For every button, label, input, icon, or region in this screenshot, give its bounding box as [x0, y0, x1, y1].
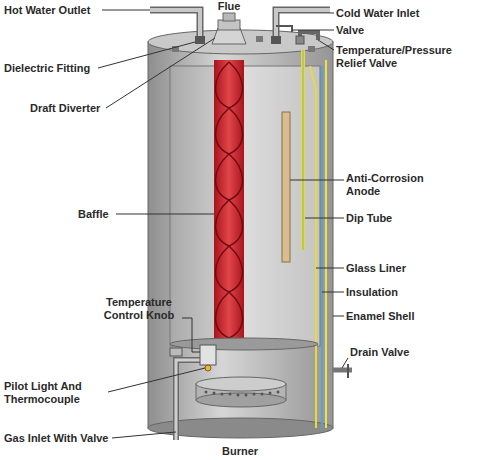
part-label: Dielectric Fitting [4, 62, 104, 75]
insulation-line [325, 60, 327, 428]
part-label: Enamel Shell [346, 310, 426, 323]
pilot-light [205, 365, 211, 371]
part-label: Temperature Control Knob [94, 296, 184, 322]
burner-top [196, 377, 286, 391]
baffle-spiral [216, 62, 243, 338]
part-label: Insulation [346, 286, 426, 299]
flue-pipe [223, 13, 235, 21]
dielectric-fitting [195, 36, 205, 44]
bolt [256, 36, 263, 42]
part-label: Hot Water Outlet [4, 4, 104, 17]
part-label: Anti-Corrosion Anode [346, 172, 438, 198]
part-label: Gas Inlet With Valve [4, 432, 124, 445]
part-label: Burner [210, 445, 270, 458]
valve-handle [276, 26, 292, 32]
bolt [308, 46, 315, 52]
burner-bottom [196, 393, 286, 407]
part-label: Flue [214, 0, 244, 13]
control-knob [200, 345, 216, 365]
part-label: Dip Tube [346, 212, 426, 225]
part-label: Baffle [78, 208, 118, 221]
anode-rod [282, 112, 290, 262]
burner-holes [205, 391, 280, 397]
part-label: Drain Valve [350, 346, 430, 359]
flue-tube [214, 60, 244, 342]
part-label: Pilot Light And Thermocouple [4, 380, 108, 406]
glass-liner [310, 66, 316, 428]
part-label: Temperature/Pressure Relief Valve [336, 44, 471, 70]
baffle-spiral [216, 62, 243, 338]
leader-lines [98, 10, 348, 438]
relief-valve [296, 36, 304, 44]
dip-tube [303, 50, 304, 250]
part-label: Valve [336, 24, 396, 37]
dip-tube [301, 50, 305, 250]
gas-valve [170, 348, 182, 356]
hot-water-pipe [150, 10, 200, 42]
part-label: Glass Liner [346, 262, 426, 275]
dielectric-fitting [271, 36, 281, 44]
part-label: Draft Diverter [30, 102, 120, 115]
drain-valve [333, 368, 352, 373]
hot-water-pipe [150, 10, 200, 42]
tank-interior [170, 66, 320, 346]
drain-valve-handle [347, 364, 349, 378]
insulation-line [321, 66, 323, 428]
part-label: Cold Water Inlet [336, 7, 486, 20]
